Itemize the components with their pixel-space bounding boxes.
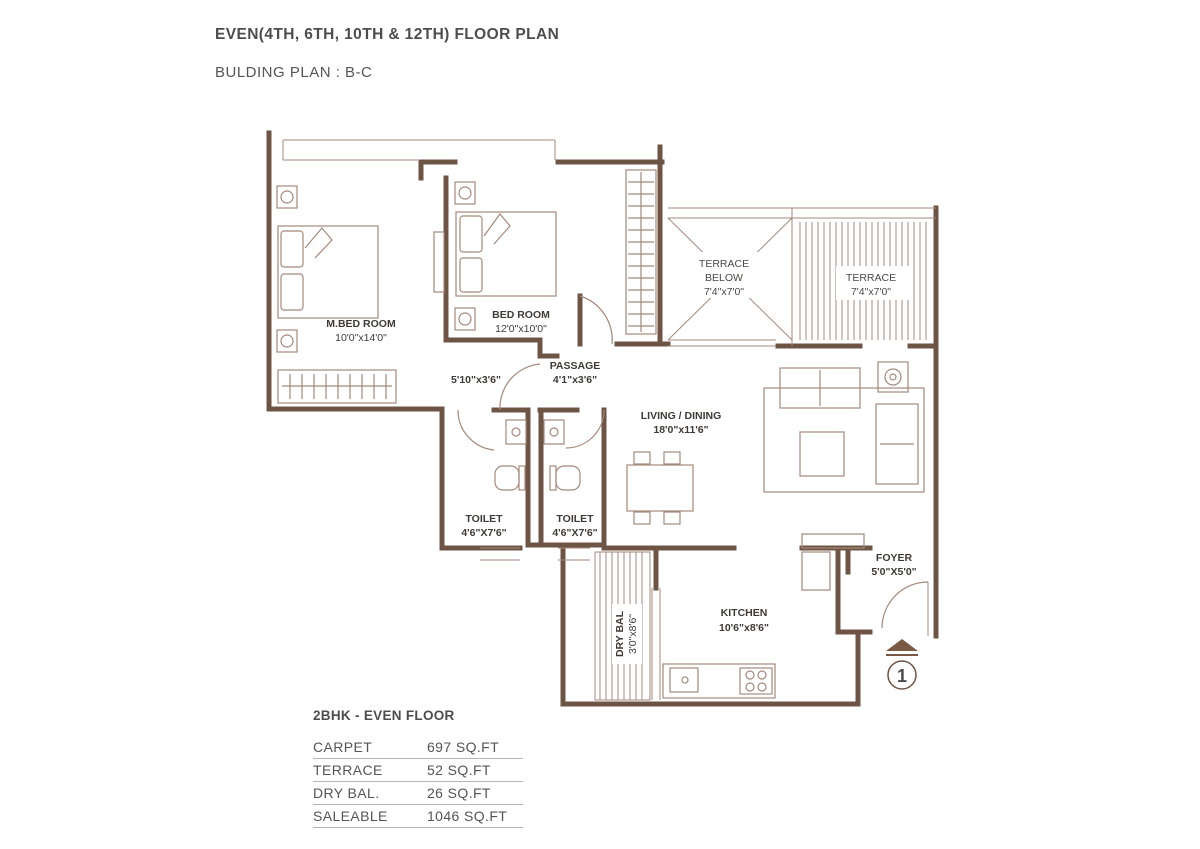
living-dining-dim: 18'0"x11'6" xyxy=(653,424,708,436)
sofa-top xyxy=(779,367,861,409)
area-value: 697 SQ.FT xyxy=(427,736,523,759)
terrace-label-bg xyxy=(836,266,910,300)
bedroom-wardrobe xyxy=(625,169,657,335)
m-bed-room-dim: 10'0"x14'0" xyxy=(335,332,387,344)
sofa-side xyxy=(875,403,919,485)
terrace-below-label-1: TERRACE xyxy=(699,258,749,270)
toilet-1-dim: 4'6"X7'6" xyxy=(461,527,506,539)
table-row: CARPET 697 SQ.FT xyxy=(313,736,523,759)
terrace-dim: 7'4"x7'0" xyxy=(851,286,891,298)
terrace-below-label-2: BELOW xyxy=(705,272,743,284)
table-row: TERRACE 52 SQ.FT xyxy=(313,758,523,782)
toilet-2-dim: 4'6"X7'6" xyxy=(552,527,597,539)
area-table: CARPET 697 SQ.FT TERRACE 52 SQ.FT DRY BA… xyxy=(313,736,523,828)
terrace-label: TERRACE xyxy=(846,272,896,284)
table-row: SALEABLE 1046 SQ.FT xyxy=(313,804,523,828)
area-value: 1046 SQ.FT xyxy=(427,804,523,828)
living-rug xyxy=(763,387,925,493)
terrace-below-dim: 7'4"x7'0" xyxy=(704,286,744,298)
passage-dim: 4'1"x3'6" xyxy=(553,374,597,386)
entrance-marker: 1 xyxy=(886,639,918,690)
area-label: SALEABLE xyxy=(313,804,427,828)
master-bed xyxy=(277,225,379,319)
kitchen-counter xyxy=(662,663,776,699)
dry-bal-label-bg xyxy=(612,604,642,664)
master-wardrobe xyxy=(277,369,397,404)
table-row: DRY BAL. 26 SQ.FT xyxy=(313,781,523,805)
area-value: 26 SQ.FT xyxy=(427,781,523,805)
dry-bal-dim: 3'0"x8'6" xyxy=(627,614,639,654)
passage-label: PASSAGE xyxy=(550,360,601,372)
area-label: TERRACE xyxy=(313,758,427,782)
dining-table xyxy=(626,464,694,512)
dry-bal-label: DRY BAL xyxy=(614,610,626,657)
area-label: DRY BAL. xyxy=(313,781,427,805)
entrance-arrow-icon xyxy=(886,639,918,651)
toilet-1-label: TOILET xyxy=(465,513,503,525)
bed-room-dim: 12'0"x10'0" xyxy=(495,323,547,335)
kitchen-dim: 10'6"x8'6" xyxy=(719,622,769,634)
area-value: 52 SQ.FT xyxy=(427,758,523,782)
terrace-below-label-bg xyxy=(690,252,762,298)
walls xyxy=(266,130,939,707)
bedroom-bed xyxy=(455,211,557,297)
coffee-table xyxy=(799,431,845,477)
plan-title: EVEN(4TH, 6TH, 10TH & 12TH) FLOOR PLAN xyxy=(215,26,560,43)
foyer-dim: 5'0"X5'0" xyxy=(871,566,916,578)
plan-subtitle: BULDING PLAN : B-C xyxy=(215,64,373,81)
m-bed-room-label: M.BED ROOM xyxy=(326,318,396,330)
foyer-label: FOYER xyxy=(876,552,913,564)
windows xyxy=(282,139,936,700)
kitchen-label: KITCHEN xyxy=(721,607,768,619)
room-labels: M.BED ROOM 10'0"x14'0" BED ROOM 12'0"x10… xyxy=(326,258,916,657)
living-dining-label: LIVING / DINING xyxy=(641,410,722,422)
entrance-number: 1 xyxy=(897,666,907,686)
furniture xyxy=(276,169,929,699)
area-table-title: 2BHK - EVEN FLOOR xyxy=(313,708,455,723)
area-label: CARPET xyxy=(313,736,427,759)
passage-left-dim: 5'10"x3'6" xyxy=(451,374,501,386)
toilet-2-label: TOILET xyxy=(556,513,594,525)
bed-room-label: BED ROOM xyxy=(492,309,550,321)
